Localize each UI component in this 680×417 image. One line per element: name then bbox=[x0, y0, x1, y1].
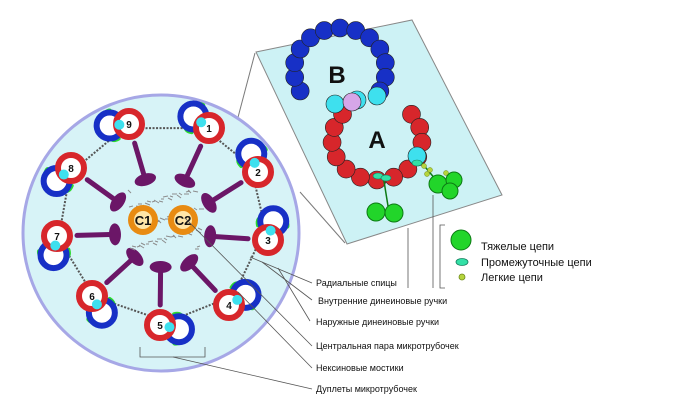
label-inner-dynein-arms: Внутренние динеиновые ручки bbox=[318, 296, 447, 306]
doublet-number: 8 bbox=[68, 164, 74, 175]
legend-heavy-chains: Тяжелые цепи bbox=[481, 241, 554, 253]
heavy-chain bbox=[366, 202, 386, 222]
intermediate-chain bbox=[411, 159, 423, 167]
heavy-chain bbox=[441, 182, 459, 200]
radial-spoke bbox=[207, 233, 251, 242]
spoke-head bbox=[109, 192, 127, 212]
label-central-pair: Центральная пара микротрубочек bbox=[316, 341, 459, 351]
c2-lumen bbox=[174, 211, 192, 229]
intermediate-chain bbox=[380, 174, 392, 182]
doublet-number: 9 bbox=[126, 120, 132, 131]
protofilament bbox=[330, 18, 350, 38]
c1-lumen bbox=[134, 211, 152, 229]
radial-spoke bbox=[182, 143, 204, 184]
spoke-head bbox=[180, 254, 199, 272]
label-nexin-links: Нексиновые мостики bbox=[316, 363, 404, 373]
central-apparatus: C1 C2 bbox=[127, 189, 204, 251]
heavy-chain bbox=[384, 203, 404, 223]
light-chain bbox=[427, 167, 433, 173]
light-chain bbox=[421, 163, 427, 169]
spoke-head bbox=[149, 261, 172, 274]
tubule-junction bbox=[164, 322, 175, 333]
tubule-junction bbox=[196, 117, 207, 128]
tubule-junction bbox=[50, 240, 61, 251]
doublet-number: 1 bbox=[206, 124, 212, 135]
spoke-head bbox=[126, 247, 144, 266]
c1-label: C1 bbox=[135, 213, 152, 228]
legend-light-chains: Легкие цепи bbox=[481, 272, 543, 284]
radial-spoke bbox=[132, 140, 148, 183]
doublet-microtubules: 1 2 3 4 5 6 7 8 9 bbox=[37, 100, 290, 346]
radial-spoke bbox=[84, 177, 121, 205]
radial-spoke bbox=[104, 254, 138, 286]
spoke-head bbox=[134, 173, 157, 187]
spoke-head bbox=[174, 173, 196, 188]
leader-lines bbox=[139, 195, 445, 390]
legend-intermediate-chains: Промежуточные цепи bbox=[481, 257, 592, 269]
tubule-a-label: A bbox=[368, 127, 385, 154]
doublet-number: 7 bbox=[54, 232, 60, 243]
tubule-junction bbox=[91, 299, 102, 310]
tubule-junction bbox=[249, 157, 260, 168]
shared-protofilament bbox=[342, 92, 362, 112]
radial-spoke bbox=[74, 231, 118, 238]
protofilament bbox=[336, 159, 356, 179]
radial-spokes bbox=[74, 140, 251, 308]
doublet-number: 6 bbox=[89, 292, 95, 303]
spoke-head bbox=[204, 225, 217, 248]
radial-spoke bbox=[206, 180, 244, 206]
tubule-junction bbox=[58, 169, 69, 180]
intermediate-chain-swatch bbox=[455, 258, 469, 266]
light-chain-swatch bbox=[458, 273, 466, 281]
zoomed-doublet: BA bbox=[285, 18, 463, 223]
light-chain bbox=[443, 170, 449, 176]
structure-labels: Радиальные спицы Внутренние динеиновые р… bbox=[316, 278, 459, 394]
tubule-junction bbox=[114, 119, 125, 130]
light-chain bbox=[424, 171, 430, 177]
radial-spoke bbox=[186, 260, 218, 293]
tubule-junction bbox=[232, 294, 243, 305]
label-outer-dynein-arms: Наружные динеиновые ручки bbox=[316, 317, 439, 327]
label-doublet-microtubules: Дуплеты микротрубочек bbox=[316, 384, 417, 394]
doublet-number: 2 bbox=[255, 168, 261, 179]
tubule-b-label: B bbox=[328, 62, 345, 89]
legend: Тяжелые цепи Промежуточные цепи Легкие ц… bbox=[450, 229, 592, 284]
tubule-junction bbox=[265, 225, 276, 236]
doublet-number: 4 bbox=[226, 301, 232, 312]
spoke-head bbox=[201, 193, 217, 213]
c2-label: C2 bbox=[175, 213, 192, 228]
protofilament bbox=[351, 167, 370, 187]
label-radial-spokes: Радиальные спицы bbox=[316, 278, 397, 288]
shared-protofilament bbox=[367, 86, 387, 106]
spoke-head bbox=[108, 223, 121, 246]
doublet-number: 3 bbox=[265, 236, 271, 247]
shared-protofilament bbox=[325, 94, 345, 114]
protofilament bbox=[314, 21, 334, 40]
heavy-chain-swatch bbox=[450, 229, 472, 251]
doublet-number: 5 bbox=[157, 321, 163, 332]
